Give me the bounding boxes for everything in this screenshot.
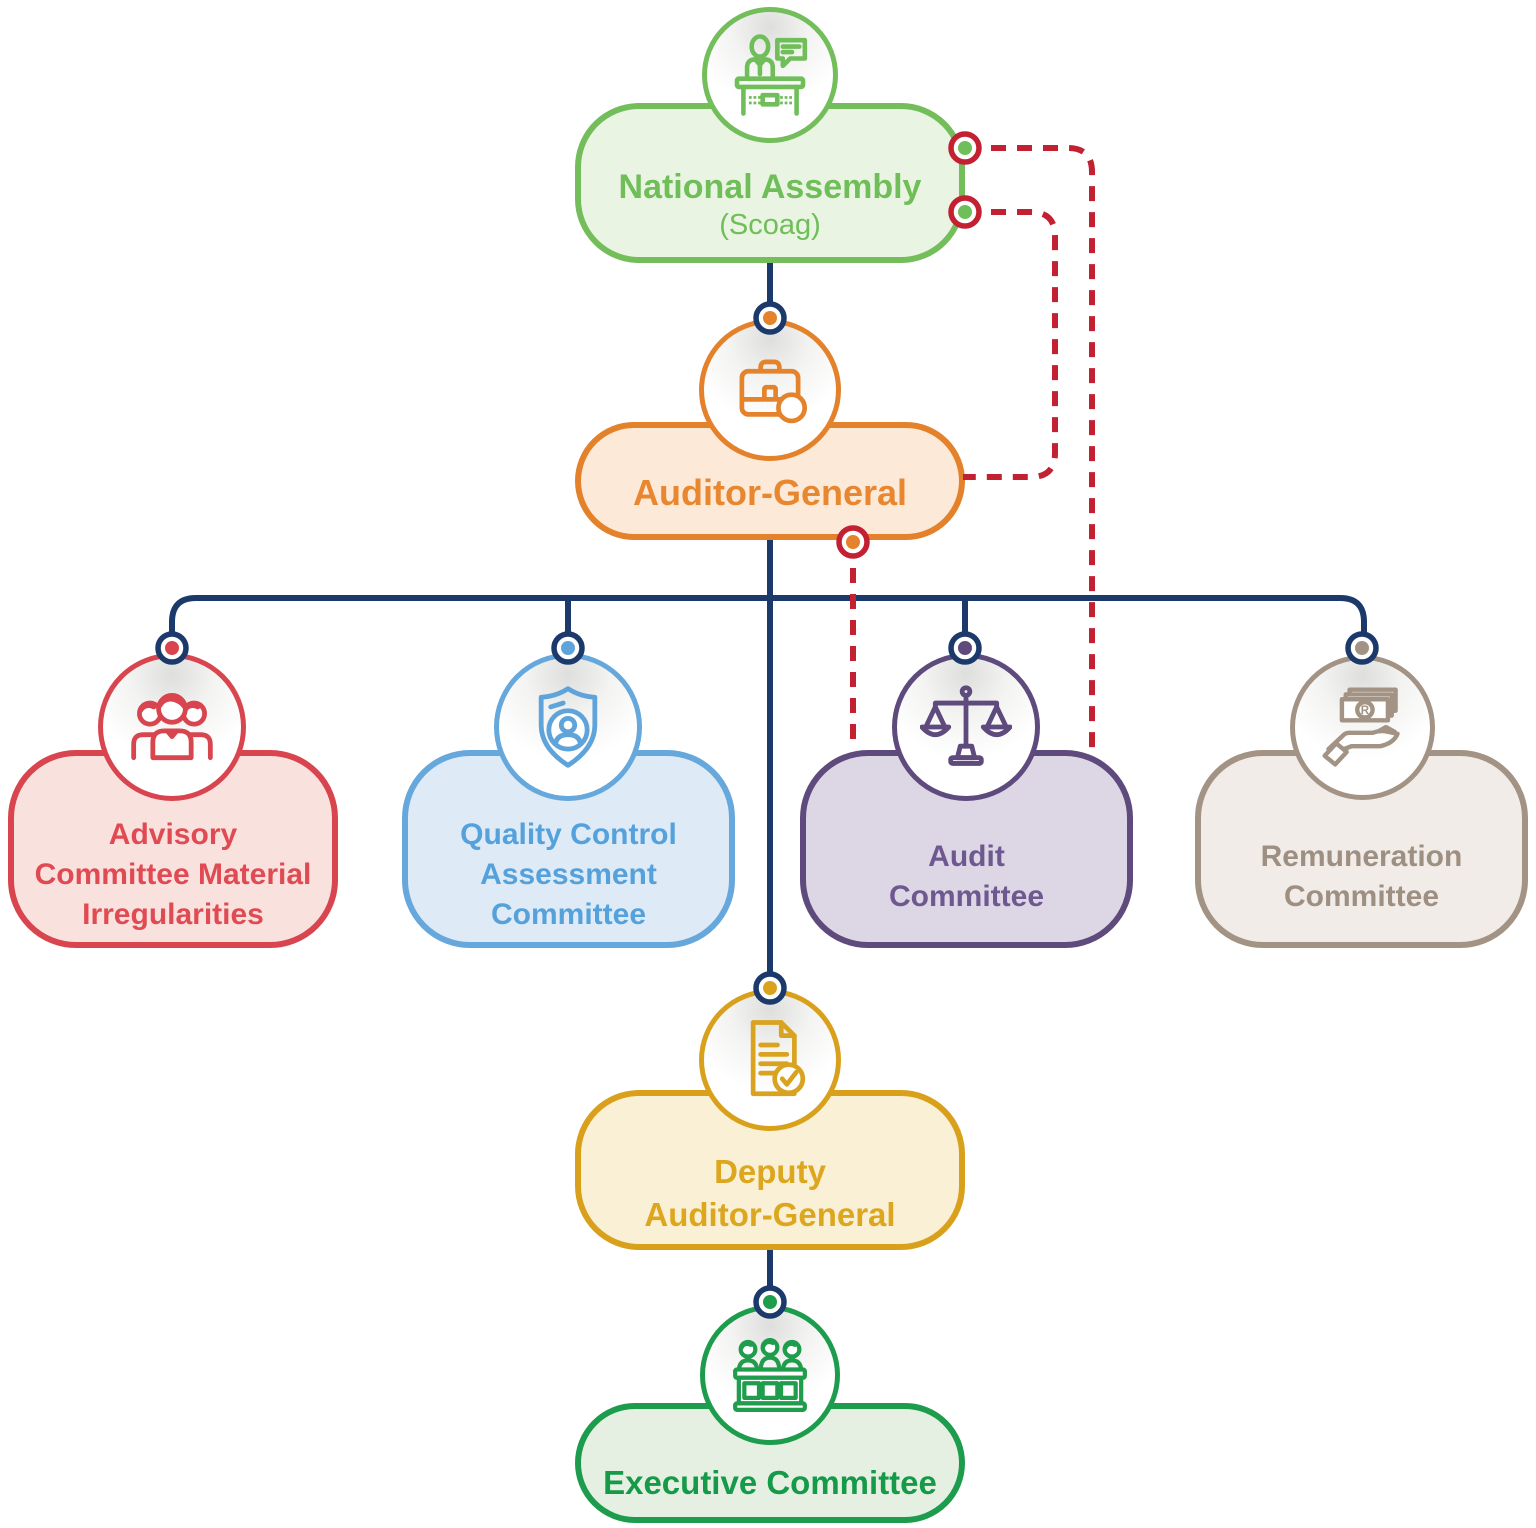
scales-icon	[920, 685, 1012, 766]
node-deputy-auditor-general: Deputy Auditor-General	[575, 1090, 965, 1250]
executive-icon-circle	[700, 1305, 840, 1445]
money-hand-icon: R	[1321, 686, 1400, 767]
deputy-icon-circle	[699, 989, 841, 1131]
document-check-icon	[750, 1020, 806, 1097]
national-assembly-icon-circle	[702, 7, 838, 143]
node-label: Auditor-General	[632, 472, 908, 513]
node-label: Committee Material	[34, 858, 312, 892]
podium-speech-icon	[734, 34, 808, 116]
rand-symbol: R	[1360, 705, 1369, 717]
desk-dots	[748, 96, 792, 105]
audit-icon-circle	[892, 653, 1040, 801]
remuneration-icon-circle: R	[1290, 655, 1435, 800]
node-label: Committee	[1283, 880, 1440, 913]
node-label: Auditor-General	[644, 1196, 896, 1233]
node-label: Quality Control	[460, 818, 677, 852]
node-label: Irregularities	[82, 897, 264, 931]
node-label: Committee	[888, 880, 1045, 913]
node-label: Executive Committee	[603, 1464, 937, 1501]
briefcase-magnifier-icon	[739, 359, 808, 424]
node-label: Deputy	[714, 1153, 826, 1191]
node-label: Advisory	[108, 818, 238, 852]
node-label: Assessment	[480, 858, 657, 892]
advisory-icon-circle	[98, 653, 246, 801]
people-group-icon	[131, 692, 213, 761]
committee-bench-icon	[733, 1338, 807, 1412]
auditor-general-icon-circle	[699, 319, 841, 461]
quality-icon-circle	[494, 653, 642, 801]
node-sublabel: (Scoag)	[719, 209, 821, 242]
node-label: National Assembly	[618, 167, 922, 206]
node-label: Audit	[928, 840, 1005, 874]
shield-person-icon	[538, 686, 598, 768]
node-label: Committee	[490, 897, 647, 931]
node-label: Remuneration	[1260, 840, 1463, 874]
